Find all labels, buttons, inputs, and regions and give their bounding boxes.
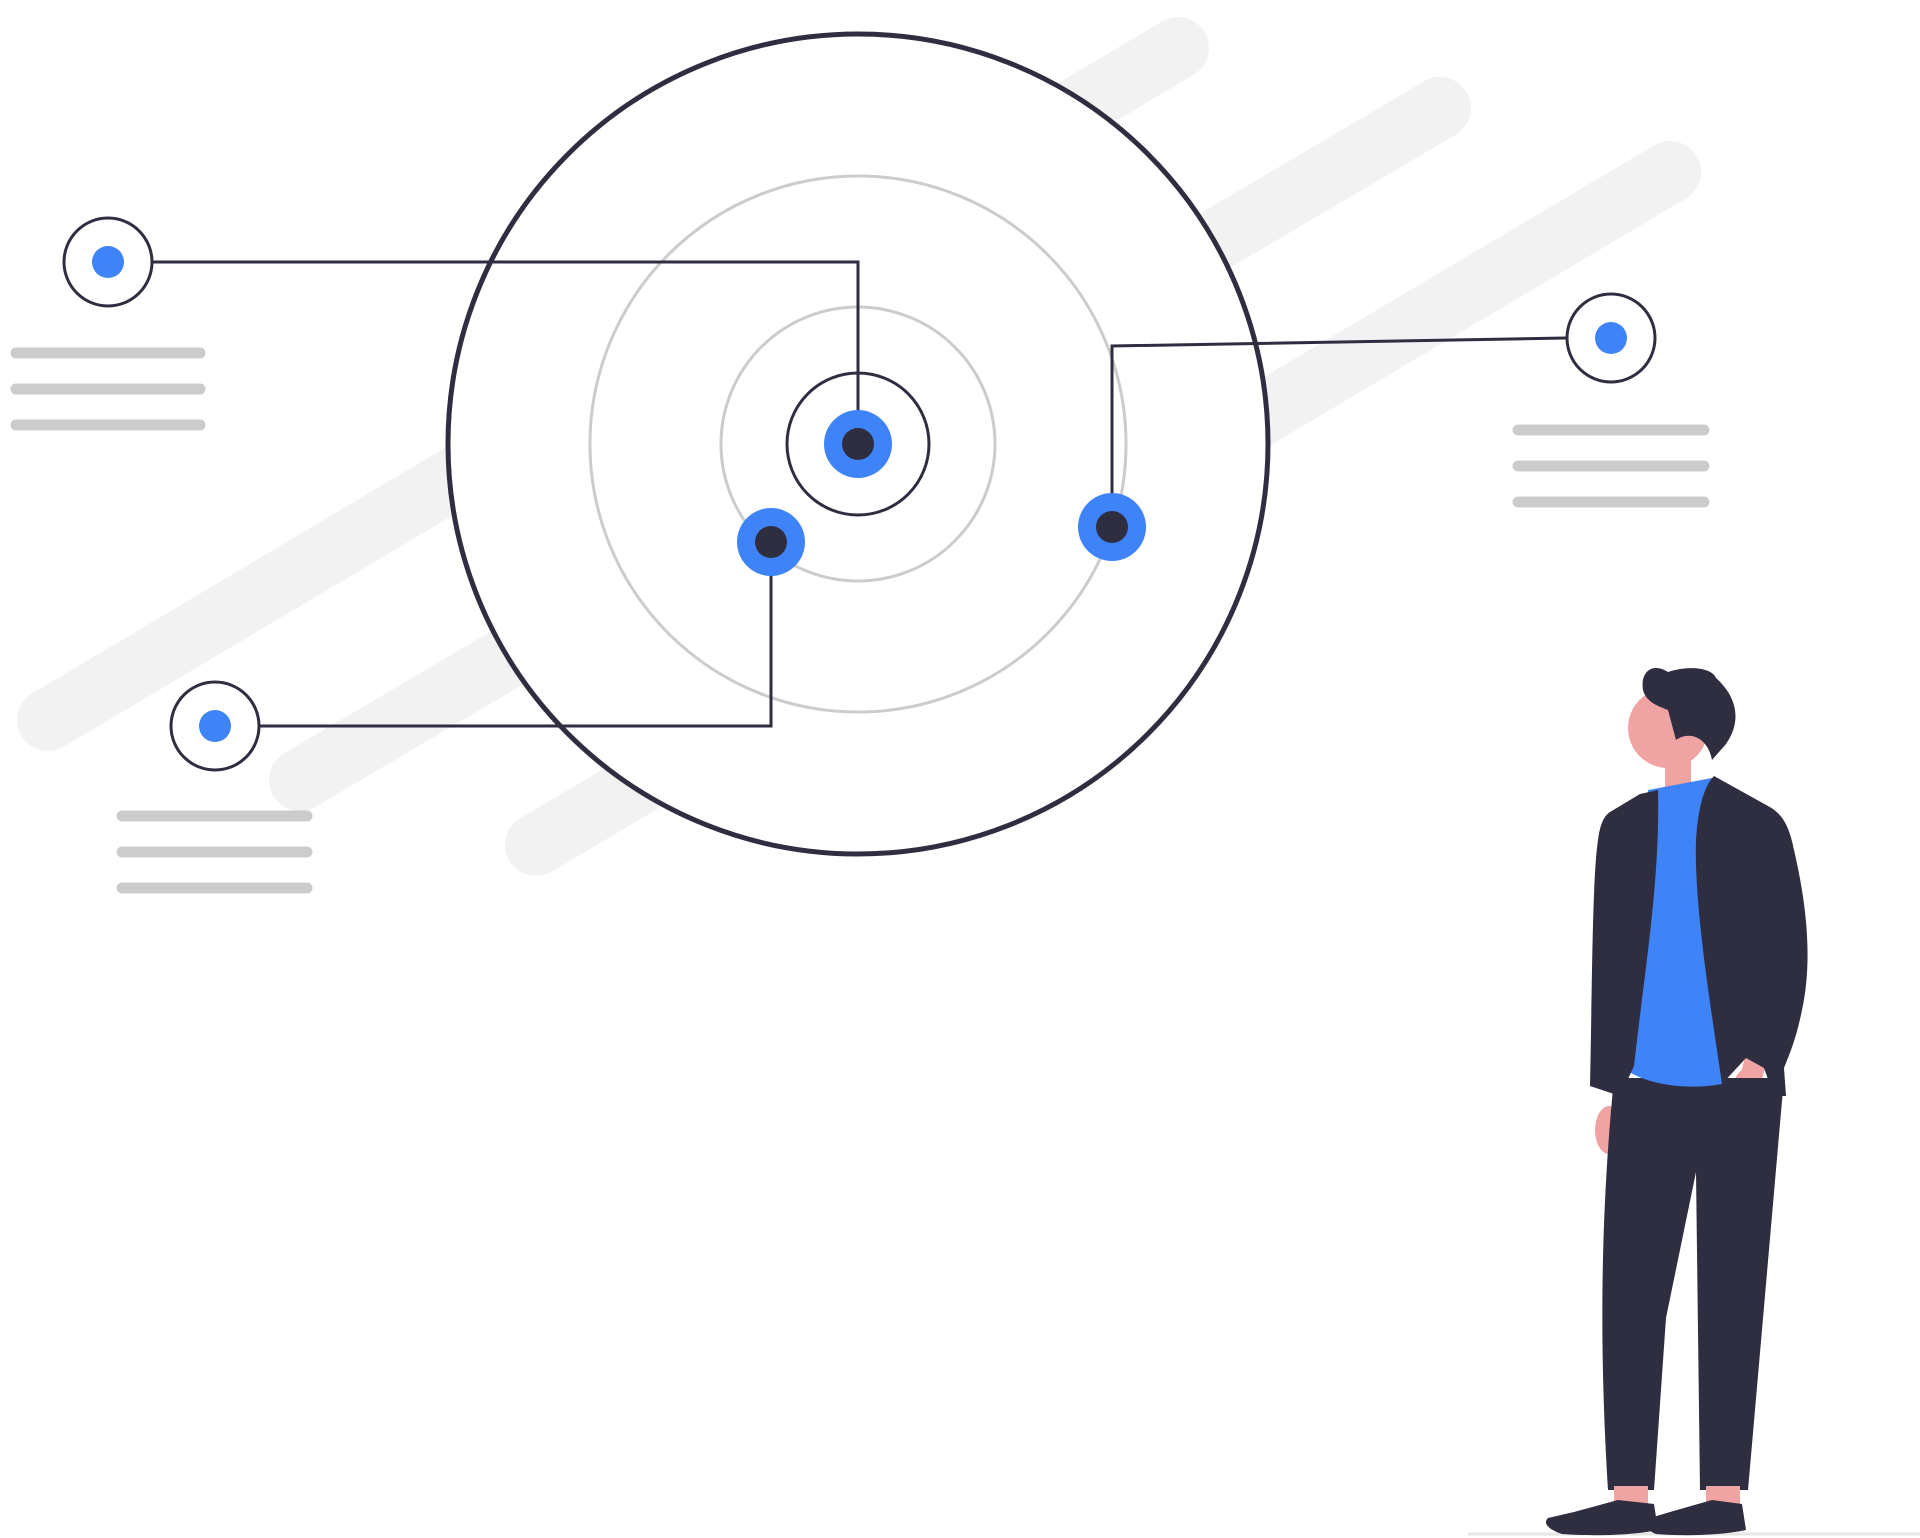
trousers [1602, 1078, 1784, 1490]
map-pin-icon [62, 216, 154, 308]
marker-icon-lower-left [737, 508, 805, 576]
person-illustration [1468, 668, 1920, 1536]
target-icon [824, 410, 892, 478]
placeholder-text-lines [1512, 424, 1710, 508]
jacket-left [1590, 790, 1659, 1096]
connector-bottom-left [259, 542, 773, 728]
placeholder-text-lines [116, 810, 313, 894]
node-right [1512, 292, 1710, 508]
shoe-right [1646, 1500, 1746, 1536]
node-top-left [10, 216, 206, 431]
connector-right [1110, 336, 1567, 527]
node-bottom-left [116, 680, 313, 894]
ankle-right [1706, 1486, 1740, 1504]
middle-ring [588, 174, 1128, 714]
connector-top-left [152, 260, 860, 444]
target-markers [737, 410, 1146, 576]
jacket-right [1695, 776, 1808, 1096]
marker-icon-right [1078, 493, 1146, 561]
map-pin-icon [169, 680, 261, 772]
connectors [152, 260, 1567, 728]
ankle-left [1614, 1486, 1648, 1504]
shoe-left [1545, 1500, 1658, 1536]
hair [1642, 668, 1736, 760]
map-pin-icon [1565, 292, 1657, 384]
placeholder-text-lines [10, 347, 206, 431]
